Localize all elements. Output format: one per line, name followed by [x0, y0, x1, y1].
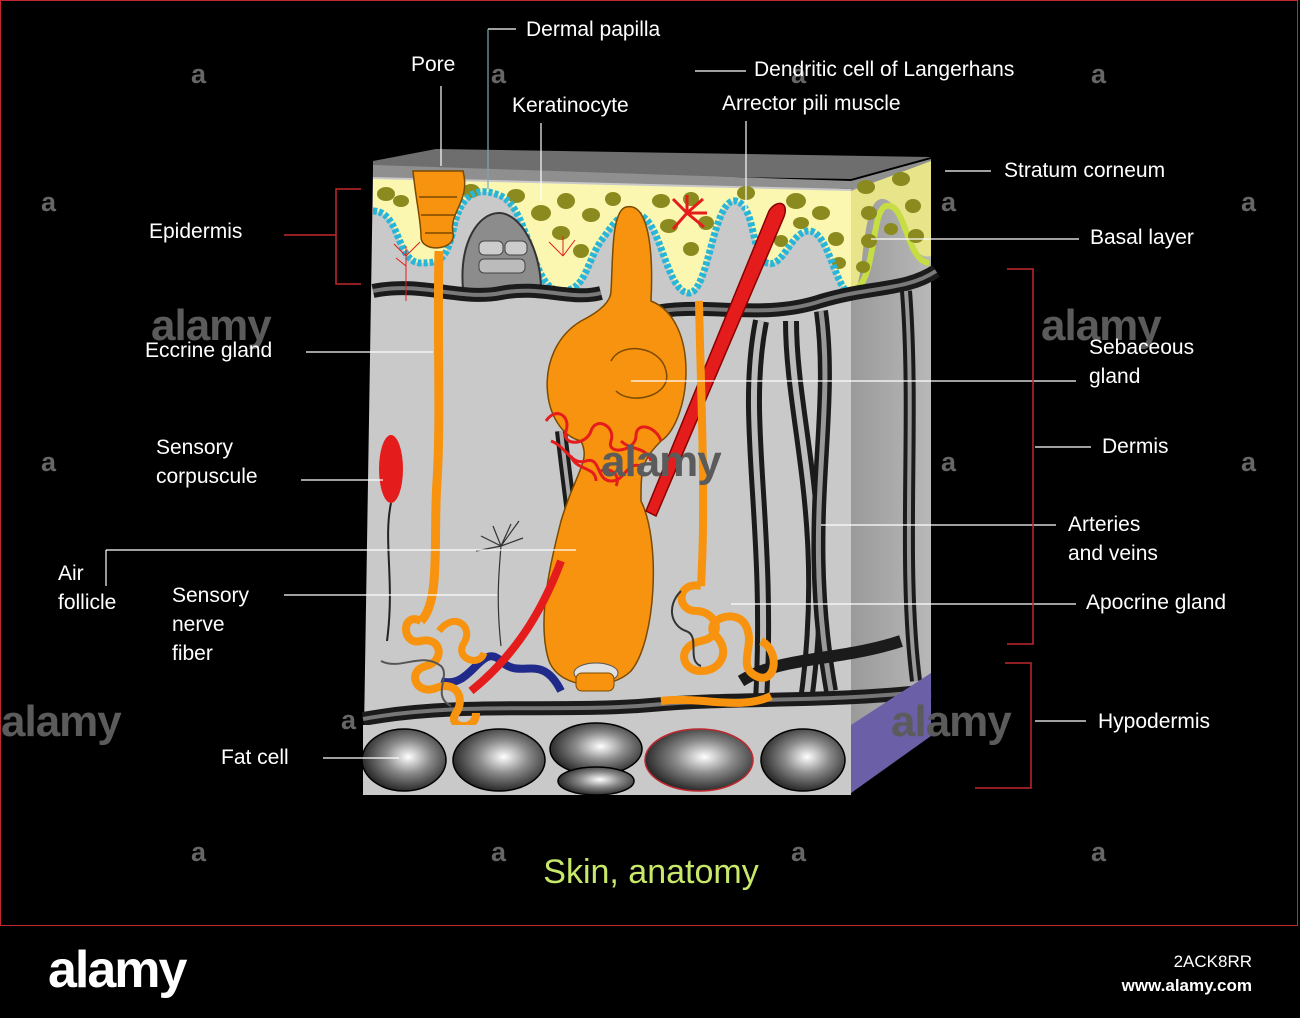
watermark-mark: a	[1091, 837, 1107, 867]
label-fat-cell: Fat cell	[221, 746, 289, 769]
watermark-mark: a	[191, 837, 207, 867]
footer-image-code: 2ACK8RR	[1173, 952, 1252, 971]
hypodermis-fat	[361, 673, 931, 796]
apocrine-gland-shape	[660, 300, 778, 707]
label-arrector-pili: Arrector pili muscle	[722, 92, 901, 115]
dendritic-cell-shape	[671, 195, 707, 230]
watermark-mark: a	[941, 187, 957, 217]
watermark-brand: alamy	[1, 697, 122, 746]
skin-anatomy-illustration	[105, 28, 1091, 796]
hair-follicle-shape	[543, 206, 687, 692]
watermark-brand: alamy	[1041, 301, 1162, 350]
diagram-title: Skin, anatomy	[543, 853, 759, 891]
label-dendritic-cell: Dendritic cell of Langerhans	[754, 58, 1015, 81]
watermark-brand: alamy	[891, 697, 1012, 746]
nerve-fiber-shape	[475, 520, 524, 647]
label-sensory-corpuscule: Sensory corpuscule	[156, 436, 258, 488]
label-sensory-nerve-fiber: Sensory nerve fiber	[172, 584, 250, 665]
label-pore: Pore	[411, 53, 456, 76]
keratinocyte-cells	[377, 172, 924, 273]
label-air-follicle: Air follicle	[58, 562, 117, 614]
eccrine-gland-shape	[402, 250, 488, 731]
footer-url: www.alamy.com	[1121, 976, 1252, 995]
watermark-mark: a	[791, 59, 807, 89]
arrector-pili-shape	[645, 202, 786, 518]
label-eccrine-gland: Eccrine gland	[145, 339, 273, 362]
watermark-mark: a	[41, 447, 57, 477]
watermark-mark: a	[41, 187, 57, 217]
pore-duct	[412, 170, 466, 249]
label-epidermis: Epidermis	[149, 220, 243, 243]
diagram-frame: a a a a a a a a a a a a a a a alamy alam…	[0, 0, 1298, 926]
watermark-mark: a	[491, 59, 507, 89]
artery-red	[468, 559, 565, 695]
footer-logo: alamy	[48, 941, 187, 999]
watermark-mark: a	[1241, 447, 1257, 477]
watermark-mark: a	[1091, 59, 1107, 89]
leader-lines	[105, 28, 1091, 759]
watermark-mark: a	[1241, 187, 1257, 217]
watermark-mark: a	[191, 59, 207, 89]
label-hypodermis: Hypodermis	[1098, 710, 1211, 733]
label-keratinocyte: Keratinocyte	[512, 94, 629, 117]
label-sebaceous-gland: Sebaceous gland	[1089, 336, 1195, 388]
watermark-mark: a	[791, 837, 807, 867]
watermark-brand: alamy	[601, 437, 722, 486]
follicle-nerve	[380, 659, 452, 707]
sensory-corpuscle-shape	[379, 435, 403, 642]
watermark-mark: a	[341, 705, 357, 735]
dermal-papilla-shape	[461, 211, 543, 290]
label-dermal-papilla: Dermal papilla	[526, 18, 661, 41]
capillary-network	[544, 412, 663, 487]
watermark-mark: a	[491, 837, 507, 867]
layer-brackets	[284, 188, 1034, 789]
label-stratum-corneum: Stratum corneum	[1004, 159, 1166, 182]
watermark-brand: alamy	[151, 301, 272, 350]
nerve-endings-epidermis	[393, 236, 576, 301]
label-dermis: Dermis	[1102, 435, 1169, 458]
watermark-mark: a	[941, 447, 957, 477]
label-apocrine-gland: Apocrine gland	[1086, 591, 1227, 614]
label-basal-layer: Basal layer	[1090, 226, 1194, 249]
label-arteries-veins: Arteries and veins	[1068, 513, 1158, 565]
stock-footer: alamy 2ACK8RR www.alamy.com	[0, 926, 1300, 1018]
